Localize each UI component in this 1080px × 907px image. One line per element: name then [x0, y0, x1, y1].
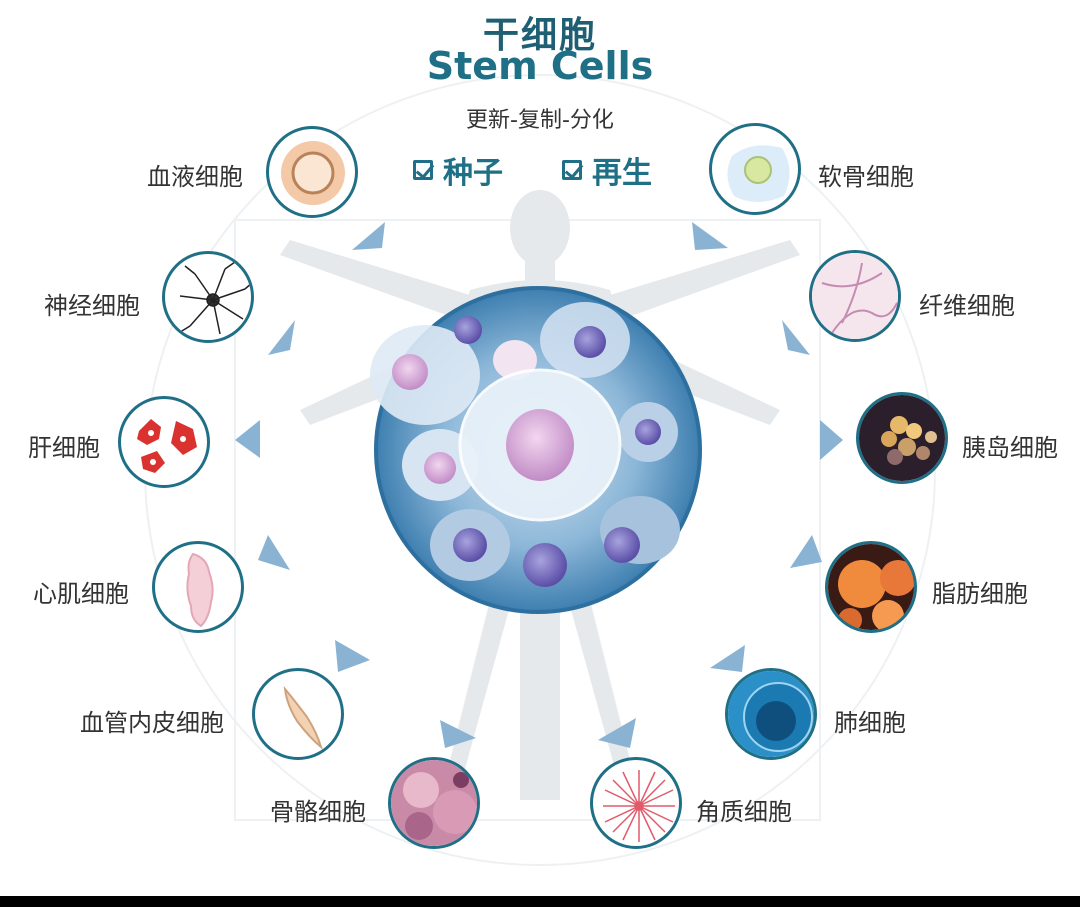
keratin-cell-image — [590, 757, 682, 849]
title-english: Stem Cells — [426, 44, 654, 88]
fat-cell-label: 脂肪细胞 — [932, 580, 1028, 608]
arrow-lung — [710, 645, 745, 672]
arrow-bone — [440, 720, 476, 748]
endothelial-cell-label: 血管内皮细胞 — [80, 709, 224, 737]
cardiac-cell-image — [152, 541, 244, 633]
cartilage-cell-image — [709, 123, 801, 215]
fibro-cell-label: 纤维细胞 — [919, 292, 1015, 320]
keratin-cell-label: 角质细胞 — [696, 798, 792, 826]
arrow-islet — [820, 420, 843, 460]
tag-seed-label: 种子 — [443, 156, 503, 191]
islet-cell-label: 胰岛细胞 — [962, 434, 1058, 462]
nerve-cell-label: 神经细胞 — [44, 292, 140, 320]
liver-cell-label: 肝细胞 — [28, 434, 100, 462]
arrow-cartilage — [692, 222, 728, 250]
islet-cell-image — [856, 392, 948, 484]
lung-cell-image — [725, 668, 817, 760]
cartilage-cell-label: 软骨细胞 — [818, 163, 914, 191]
arrow-fibro — [782, 320, 810, 355]
arrow-blood — [352, 222, 385, 250]
blood-cell-label: 血液细胞 — [147, 163, 243, 191]
fibro-cell-image — [809, 250, 901, 342]
subtitle: 更新-复制-分化 — [466, 108, 614, 133]
central-stem-cell-image — [370, 286, 702, 614]
title-chinese: 干细胞 — [482, 15, 597, 56]
liver-cell-image — [118, 396, 210, 488]
arrow-liver — [235, 420, 260, 458]
arrow-fat — [790, 535, 822, 568]
arrow-keratin — [598, 718, 636, 748]
arrow-nerve — [268, 320, 295, 355]
arrow-cardiac — [258, 535, 290, 570]
blood-cell-image — [266, 126, 358, 218]
endothelial-cell-image — [252, 668, 344, 760]
lung-cell-label: 肺细胞 — [834, 709, 906, 737]
bone-cell-image — [388, 757, 480, 849]
tag-seed: 种子 — [413, 148, 503, 192]
arrows — [235, 222, 843, 748]
fat-cell-image — [825, 541, 917, 633]
nerve-cell-image — [162, 251, 254, 343]
tag-regenerate: 再生 — [562, 148, 652, 192]
cardiac-cell-label: 心肌细胞 — [33, 580, 129, 608]
arrow-endothelial — [335, 640, 370, 672]
tag-regenerate-label: 再生 — [592, 156, 652, 191]
bone-cell-label: 骨骼细胞 — [270, 798, 366, 826]
bottom-bar — [0, 896, 1080, 907]
checkbox-icon — [413, 160, 433, 180]
checkbox-icon — [562, 160, 582, 180]
